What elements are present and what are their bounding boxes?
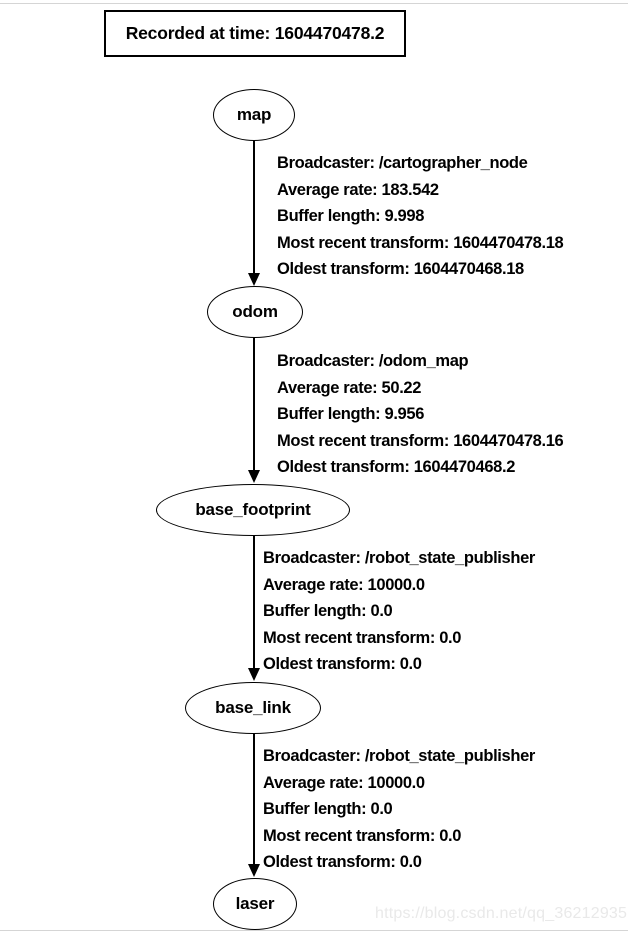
edge-label-odom-base-footprint: Broadcaster: /odom_map Average rate: 50.… — [277, 348, 564, 481]
recorded-time-label: Recorded at time: 1604470478.2 — [125, 23, 385, 43]
node-base-link-label: base_link — [215, 698, 291, 717]
arrowhead-base-footprint-base-link — [248, 668, 260, 681]
oldest-transform-line: Oldest transform: 0.0 — [263, 853, 422, 871]
broadcaster-line: Broadcaster: /robot_state_publisher — [263, 747, 535, 765]
average-rate-line: Average rate: 10000.0 — [263, 773, 425, 792]
bottom-divider — [0, 930, 628, 931]
arrowhead-base-link-laser — [248, 864, 260, 877]
edge-line-base-footprint-base-link — [253, 536, 255, 669]
oldest-transform-line: Oldest transform: 1604470468.18 — [277, 260, 524, 278]
average-rate-line: Average rate: 50.22 — [277, 378, 422, 397]
node-base-footprint-label: base_footprint — [195, 500, 311, 519]
edge-line-base-link-laser — [253, 734, 255, 865]
broadcaster-line: Broadcaster: /cartographer_node — [277, 154, 528, 172]
oldest-transform-line: Oldest transform: 1604470468.2 — [277, 458, 516, 476]
node-odom-label: odom — [232, 302, 278, 321]
node-base-link: base_link — [185, 682, 321, 734]
recorded-time-box: Recorded at time: 1604470478.2 — [104, 10, 406, 57]
node-base-footprint: base_footprint — [156, 484, 350, 536]
edge-line-map-odom — [253, 141, 255, 274]
average-rate-line: Average rate: 10000.0 — [263, 575, 425, 594]
most-recent-transform-line: Most recent transform: 1604470478.16 — [277, 431, 564, 450]
arrowhead-odom-base-footprint — [248, 470, 260, 483]
most-recent-transform-line: Most recent transform: 0.0 — [263, 628, 462, 647]
edge-label-map-odom: Broadcaster: /cartographer_node Average … — [277, 150, 564, 283]
edge-label-base-link-laser: Broadcaster: /robot_state_publisher Aver… — [263, 743, 535, 876]
edge-line-odom-base-footprint — [253, 338, 255, 471]
buffer-length-line: Buffer length: 0.0 — [263, 800, 393, 818]
arrowhead-map-odom — [248, 273, 260, 286]
edge-label-base-footprint-base-link: Broadcaster: /robot_state_publisher Aver… — [263, 545, 535, 678]
buffer-length-line: Buffer length: 9.998 — [277, 207, 425, 225]
average-rate-line: Average rate: 183.542 — [277, 180, 439, 199]
oldest-transform-line: Oldest transform: 0.0 — [263, 655, 422, 673]
buffer-length-line: Buffer length: 9.956 — [277, 405, 425, 423]
top-divider — [0, 3, 628, 4]
node-laser-label: laser — [235, 894, 275, 913]
node-laser: laser — [213, 878, 297, 930]
broadcaster-line: Broadcaster: /robot_state_publisher — [263, 549, 535, 567]
broadcaster-line: Broadcaster: /odom_map — [277, 352, 469, 370]
node-map: map — [213, 89, 295, 141]
most-recent-transform-line: Most recent transform: 1604470478.18 — [277, 233, 564, 252]
node-map-label: map — [236, 105, 272, 124]
most-recent-transform-line: Most recent transform: 0.0 — [263, 826, 462, 845]
csdn-watermark: https://blog.csdn.net/qq_36212935 — [375, 905, 628, 922]
node-odom: odom — [207, 286, 303, 338]
buffer-length-line: Buffer length: 0.0 — [263, 602, 393, 620]
